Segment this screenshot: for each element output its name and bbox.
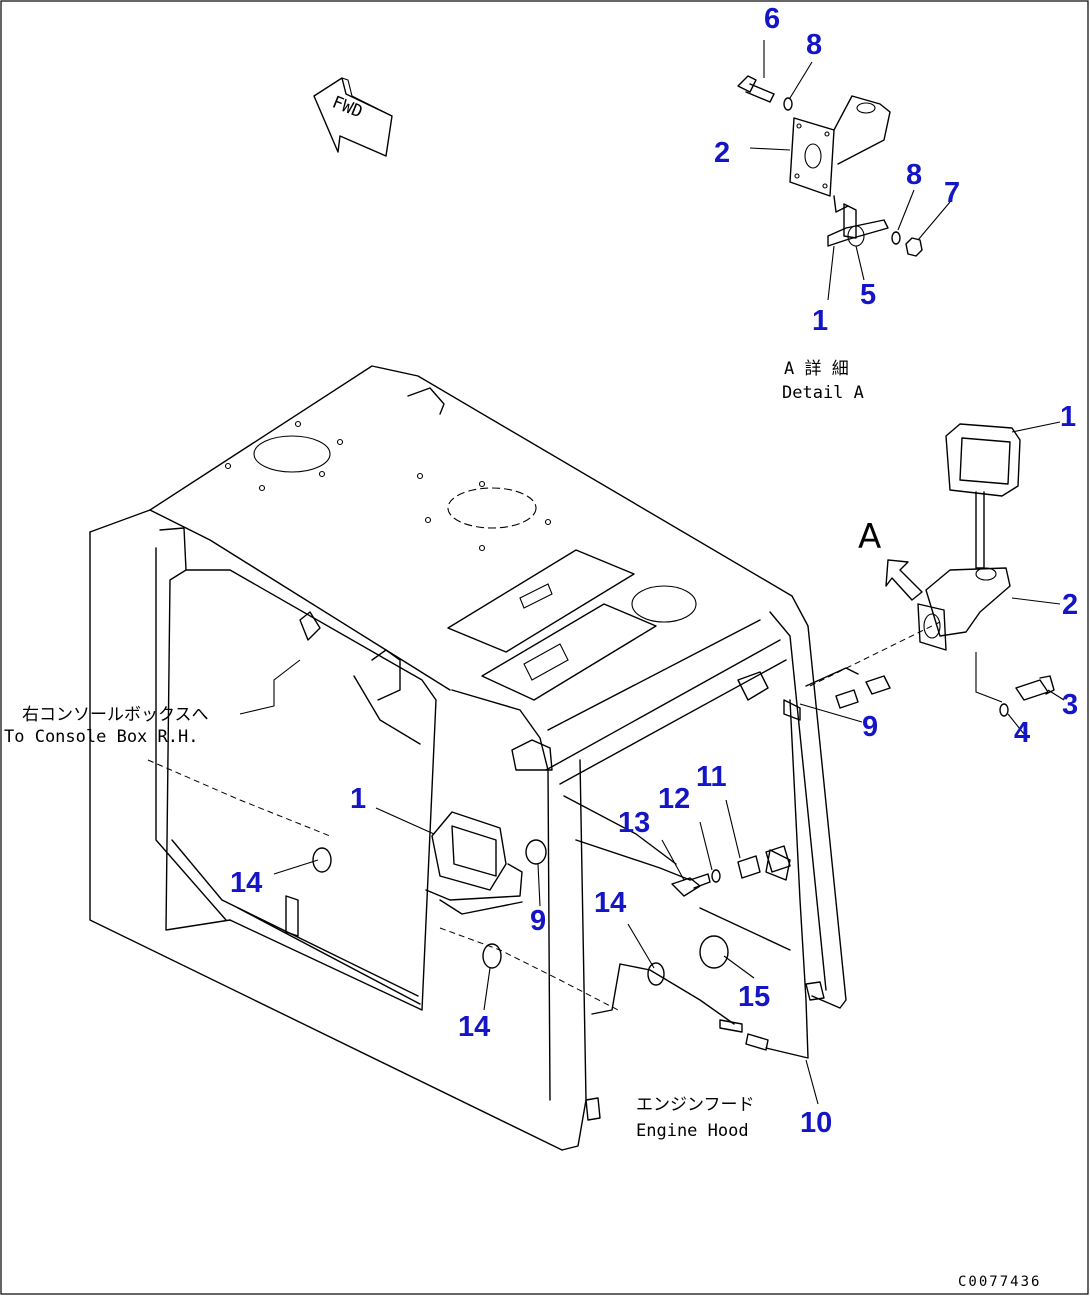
hood-work-lamp [425, 811, 547, 915]
callout-15-grommet: 15 [738, 981, 770, 1013]
callout-12-washer: 12 [658, 783, 690, 815]
callout-13-bolt: 13 [618, 807, 650, 839]
callout-9-center: 9 [530, 905, 546, 937]
callout-1-hood-lamp: 1 [350, 783, 366, 815]
callout-2-detail: 2 [714, 137, 730, 169]
detail-a-label-en: Detail A [782, 383, 864, 403]
callout-4-washer: 4 [1014, 717, 1030, 749]
detail-a-exploded-view: A 詳 細 Detail A [737, 40, 951, 403]
callout-8-detail-right: 8 [906, 159, 922, 191]
callout-8-detail-top: 8 [806, 29, 822, 61]
callout-1-lamp: 1 [1060, 401, 1076, 433]
callout-7-detail: 7 [944, 177, 960, 209]
detail-a-marker: A [858, 517, 881, 557]
callout-14-left: 14 [230, 867, 262, 899]
fwd-arrow: FWD [313, 77, 393, 157]
callout-3-bolt: 3 [1062, 689, 1078, 721]
engine-hood-assembly [89, 365, 941, 1151]
callout-11-clip: 11 [696, 761, 727, 793]
fwd-label: FWD [329, 92, 365, 122]
callout-6-detail: 6 [764, 3, 780, 35]
right-lamp-assembly: A [835, 421, 1065, 735]
callout-numbers: 6 8 2 8 7 5 1 1 2 3 4 9 1 9 13 12 11 14 … [230, 3, 1078, 1139]
figure-code: C0077436 [958, 1274, 1041, 1290]
detail-a-label-ja: A 詳 細 [784, 359, 849, 379]
callout-leaders [239, 659, 863, 1105]
hood-note-en: Engine Hood [636, 1121, 749, 1141]
callout-9-right: 9 [862, 711, 878, 743]
callout-2-bracket: 2 [1062, 589, 1078, 621]
console-note-en: To Console Box R.H. [4, 727, 198, 747]
console-note-ja: 右コンソールボックスへ [22, 705, 209, 725]
callout-14-center: 14 [594, 887, 626, 919]
callout-5-detail: 5 [860, 279, 876, 311]
callout-1-detail: 1 [812, 305, 828, 337]
hood-note-ja: エンジンフード [636, 1095, 755, 1115]
callout-14-bottom: 14 [458, 1011, 490, 1043]
callout-10-harness: 10 [800, 1107, 832, 1139]
